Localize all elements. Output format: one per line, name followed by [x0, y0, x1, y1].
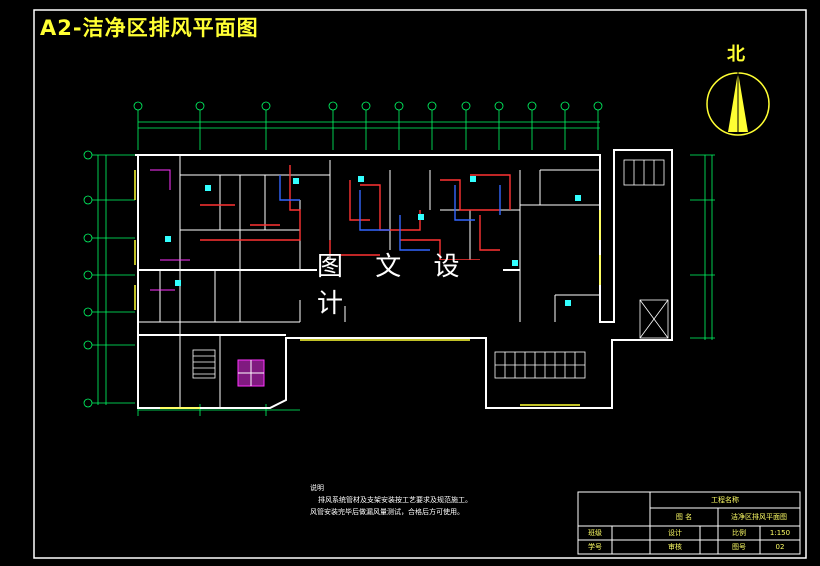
exhaust-diffusers — [165, 176, 581, 306]
watermark: 图 文 设 计 — [317, 252, 503, 319]
tb-project-label: 工程名称 — [711, 496, 739, 504]
north-label: 北 — [727, 44, 745, 65]
stair-left — [192, 349, 216, 379]
left-axis-grid — [83, 150, 135, 408]
stair-right — [623, 159, 669, 339]
notes-line-2: 风管安装完毕后做漏风量测试，合格后方可使用。 — [310, 508, 464, 516]
drawing-title: A2-洁净区排风平面图 — [40, 16, 259, 40]
exhaust-ducts-blue — [279, 175, 501, 251]
tb-number-label: 图号 — [732, 543, 746, 551]
tb-number-value: 02 — [775, 543, 785, 551]
tb-student-label: 学号 — [588, 543, 602, 551]
title-block-grid — [577, 491, 801, 555]
top-axis-grid — [133, 101, 603, 150]
notes-block: 说明 排风系统管材及支架安装按工艺要求及规范施工。 风管安装完毕后做漏风量测试，… — [310, 482, 472, 518]
tb-check-label: 审核 — [668, 543, 682, 551]
tb-scale-label: 比例 — [732, 529, 746, 537]
notes-line-1: 排风系统管材及支架安装按工艺要求及规范施工。 — [318, 496, 472, 504]
tb-scale-value: 1:150 — [769, 529, 791, 537]
north-arrow — [706, 72, 770, 136]
drawing-frame — [33, 9, 807, 559]
tb-design-label: 设计 — [668, 529, 682, 537]
stair-bottom-right — [494, 351, 586, 379]
interior-partitions — [138, 155, 600, 408]
exhaust-ducts-red — [200, 165, 511, 261]
tb-drawing-label: 图 名 — [675, 513, 693, 521]
tb-class-label: 班级 — [588, 529, 602, 537]
tb-drawing-name: 洁净区排风平面图 — [731, 513, 787, 521]
window-lines — [134, 170, 601, 409]
right-axis-grid — [690, 154, 715, 340]
notes-heading: 说明 — [310, 484, 324, 492]
title-block: 工程名称 图 名 洁净区排风平面图 班级 设计 比例 1:150 学号 审核 图… — [578, 492, 800, 554]
magenta-details — [150, 169, 265, 387]
